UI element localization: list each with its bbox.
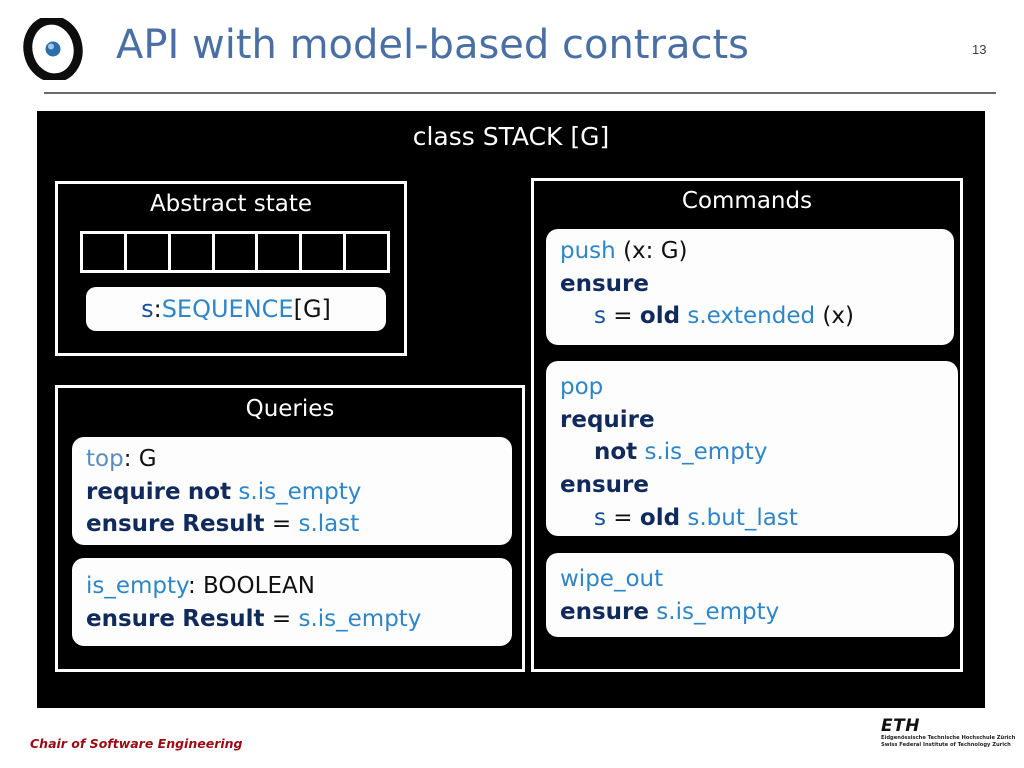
command-pop-require-keyword: require (560, 404, 944, 437)
feature-type-is-empty: : BOOLEAN (187, 573, 315, 599)
keyword-ensure: ensure (86, 511, 175, 538)
slide-header: API with model-based contracts 13 (0, 0, 1024, 96)
eye-logo-icon (22, 15, 84, 83)
command-pop-precondition: not s.is_empty (560, 436, 944, 469)
keyword-require: require (86, 478, 181, 505)
sequence-colon: : (153, 295, 162, 323)
expr-s-but-last: s.but_last (687, 504, 798, 531)
keyword-not: not (594, 439, 638, 466)
expr-s-is-empty: s.is_empty (644, 439, 768, 466)
query-top-precondition: require not s.is_empty (86, 476, 498, 509)
commands-title: Commands (681, 188, 813, 214)
keyword-ensure: ensure (560, 598, 649, 625)
sequence-cell (127, 234, 171, 270)
operator-equals: = (613, 504, 633, 531)
chair-label: Chair of Software Engineering (30, 736, 243, 751)
feature-name-is-empty: is_empty (86, 573, 188, 599)
command-push-ensure-keyword: ensure (560, 268, 940, 301)
keyword-ensure: ensure (86, 605, 175, 632)
feature-name-pop: pop (560, 374, 604, 400)
command-pop-postcondition: s = old s.but_last (560, 502, 944, 535)
query-isempty-signature: is_empty: BOOLEAN (86, 570, 498, 603)
expr-s-extended: s.extended (687, 303, 816, 330)
sequence-cells (80, 231, 390, 273)
keyword-ensure: ensure (560, 270, 649, 297)
model-var-s: s (594, 504, 606, 531)
sequence-type: SEQUENCE (161, 295, 294, 323)
keyword-ensure: ensure (560, 471, 649, 498)
operator-equals: = (271, 511, 292, 538)
expr-s-is-empty: s.is_empty (238, 478, 362, 505)
eth-wordmark: ETH (881, 716, 920, 736)
command-pop-signature: pop (560, 371, 944, 404)
command-push-postcondition: s = old s.extended (x) (560, 300, 940, 333)
query-isempty-postcondition: ensure Result = s.is_empty (86, 603, 498, 636)
command-wipeout-signature: wipe_out (560, 563, 940, 596)
feature-args-push: (x: G) (623, 238, 688, 264)
sequence-cell (83, 234, 127, 270)
eth-subtitle-en: Swiss Federal Institute of Technology Zu… (881, 742, 1011, 749)
sequence-cell (258, 234, 303, 270)
slide-number: 13 (972, 42, 987, 57)
feature-type-top: : G (123, 446, 157, 472)
feature-name-top: top (86, 446, 124, 472)
command-pop-ensure-keyword: ensure (560, 469, 944, 502)
command-push-signature: push (x: G) (560, 235, 940, 268)
command-card-pop: pop require not s.is_empty ensure s = ol… (546, 361, 958, 536)
command-card-wipe-out: wipe_out ensure s.is_empty (546, 553, 954, 637)
query-card-top: top: G require not s.is_empty ensure Res… (72, 437, 512, 545)
model-var-s: s (594, 303, 606, 330)
abstract-state-panel: Abstract state s: SEQUENCE [G] (55, 181, 407, 356)
keyword-result: Result (182, 605, 265, 632)
eth-logo: ETH Eidgenössische Technische Hochschule… (881, 716, 1016, 749)
operator-equals: = (271, 605, 292, 632)
query-top-postcondition: ensure Result = s.last (86, 508, 498, 541)
queries-title: Queries (245, 396, 335, 422)
operator-equals: = (613, 303, 633, 330)
arg-x: (x) (822, 303, 854, 330)
feature-name-push: push (560, 238, 616, 264)
sequence-generic: [G] (293, 295, 331, 323)
class-diagram-panel: class STACK [G] Abstract state s: SEQUEN… (37, 111, 985, 708)
feature-name-wipe-out: wipe_out (560, 566, 664, 592)
expr-s-last: s.last (298, 511, 360, 538)
keyword-old: old (639, 504, 681, 531)
sequence-cell (215, 234, 259, 270)
sequence-cell (171, 234, 215, 270)
eth-subtitle-de: Eidgenössische Technische Hochschule Zür… (881, 735, 1016, 741)
keyword-result: Result (182, 511, 265, 538)
sequence-declaration-card: s: SEQUENCE [G] (86, 287, 386, 331)
sequence-cell (346, 234, 387, 270)
sequence-cell (302, 234, 347, 270)
query-top-signature: top: G (86, 443, 498, 476)
commands-panel: Commands push (x: G) ensure s = old s.ex… (531, 178, 963, 672)
query-card-is-empty: is_empty: BOOLEAN ensure Result = s.is_e… (72, 558, 512, 646)
keyword-require: require (560, 406, 655, 433)
expr-s-is-empty: s.is_empty (656, 598, 780, 625)
queries-panel: Queries top: G require not s.is_empty en… (55, 385, 525, 672)
command-wipeout-postcondition: ensure s.is_empty (560, 596, 940, 629)
class-title: class STACK [G] (412, 122, 610, 151)
expr-s-is-empty: s.is_empty (298, 605, 422, 632)
sequence-var: s (141, 295, 154, 323)
command-card-push: push (x: G) ensure s = old s.extended (x… (546, 229, 954, 345)
abstract-state-title: Abstract state (149, 191, 313, 217)
page-title: API with model-based contracts (116, 22, 749, 68)
keyword-old: old (639, 303, 681, 330)
header-divider (44, 92, 996, 94)
keyword-not: not (187, 478, 232, 505)
